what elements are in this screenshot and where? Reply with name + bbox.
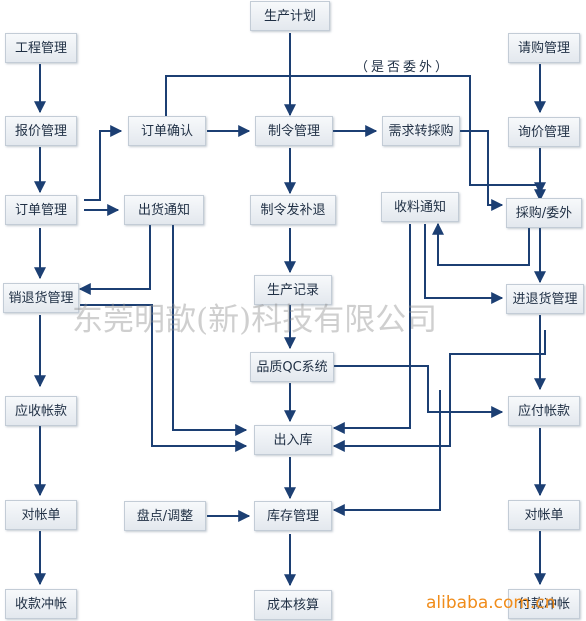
arrow-receiving-to-purchase-return xyxy=(424,224,504,304)
arrow-return-to-inventory xyxy=(332,390,441,516)
alibaba-credit: alibaba.com.cn xyxy=(426,593,556,613)
node-production-plan[interactable]: 生产计划 xyxy=(250,1,330,31)
node-payment[interactable]: 付款冲帐 xyxy=(508,589,580,619)
node-demand-to-purchase[interactable]: 需求转採购 xyxy=(382,116,460,146)
arrow-shipping-to-sales-return xyxy=(78,224,151,295)
node-engineering[interactable]: 工程管理 xyxy=(5,33,77,63)
arrow-qc-to-payable xyxy=(334,365,504,418)
node-work-order-issue[interactable]: 制令发补退 xyxy=(250,195,336,225)
node-quotation[interactable]: 报价管理 xyxy=(5,116,77,146)
outsource-decision-label: （是否委外） xyxy=(355,60,452,75)
node-order-confirm[interactable]: 订单确认 xyxy=(128,116,206,146)
arrow-purchase-to-receiving xyxy=(432,222,530,266)
arrow-plan-to-outsource xyxy=(165,75,546,202)
node-stock-in-out[interactable]: 出入库 xyxy=(254,425,332,455)
node-work-order[interactable]: 制令管理 xyxy=(255,116,333,146)
node-stocktake[interactable]: 盘点/调整 xyxy=(124,501,206,531)
node-purchase-outsource[interactable]: 採购/委外 xyxy=(506,198,582,228)
node-receiving-notice[interactable]: 收料通知 xyxy=(381,192,459,222)
arrow-return-to-stock xyxy=(332,330,546,452)
arrow-demand-to-purchase xyxy=(460,130,504,211)
node-collection[interactable]: 收款冲帐 xyxy=(5,589,77,619)
node-order-mgmt[interactable]: 订单管理 xyxy=(5,195,77,225)
node-shipping-notice[interactable]: 出货通知 xyxy=(124,195,204,225)
company-watermark: 东莞明歆(新)科技有限公司 xyxy=(72,302,438,338)
node-inventory[interactable]: 库存管理 xyxy=(254,501,332,531)
node-purchase-request[interactable]: 请购管理 xyxy=(508,33,580,63)
node-reconcile-left[interactable]: 对帐单 xyxy=(5,500,77,530)
node-inquiry[interactable]: 询价管理 xyxy=(508,117,580,147)
node-cost[interactable]: 成本核算 xyxy=(254,590,332,620)
node-reconcile-right[interactable]: 对帐单 xyxy=(508,500,580,530)
node-sales-return[interactable]: 销退货管理 xyxy=(3,283,79,313)
node-production-record[interactable]: 生产记录 xyxy=(254,275,332,305)
arrow-order-to-confirm xyxy=(84,125,123,201)
node-receivable[interactable]: 应收帐款 xyxy=(5,396,77,426)
node-qc-system[interactable]: 品质QC系统 xyxy=(250,352,334,382)
node-purchase-return[interactable]: 进退货管理 xyxy=(506,284,584,314)
node-payable[interactable]: 应付帐款 xyxy=(508,396,580,426)
